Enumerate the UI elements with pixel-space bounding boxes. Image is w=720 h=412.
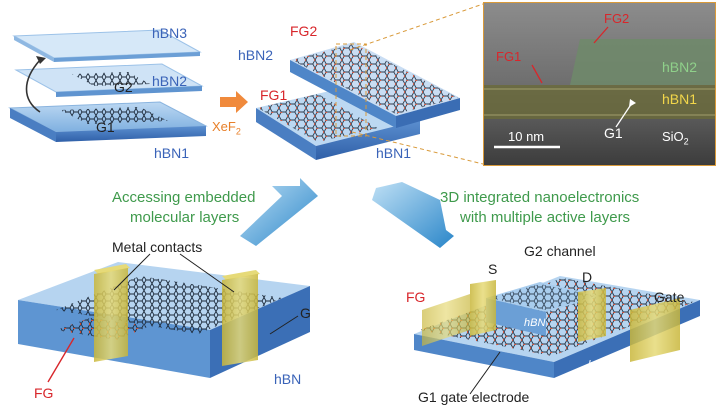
fg1-tem-pointer [531, 64, 543, 84]
label-fg2-cross: FG2 [290, 23, 318, 39]
hbn2-bar-front [290, 60, 396, 128]
reaction-arrow [220, 91, 248, 113]
caption-left-line1: Accessing embedded [112, 189, 256, 206]
integrated-device [414, 276, 700, 395]
contact-1-front [94, 268, 128, 362]
label-hbn1-cross: hBN1 [376, 145, 412, 161]
g1-gate-pointer [469, 351, 501, 395]
caption-right-line1: 3D integrated nanoelectronics [440, 189, 640, 206]
g2-channel-graphene [490, 284, 596, 310]
tem-inset [483, 2, 716, 166]
metal-contacts-pointer-1 [113, 253, 151, 291]
caption-right-line2: with multiple active layers [460, 209, 631, 226]
fg2-tem-pointer [593, 26, 609, 44]
metal-contacts-pointer-2 [179, 253, 235, 293]
fg2-layer [292, 44, 458, 114]
g-pointer [269, 315, 299, 335]
label-g1-tem: G1 [604, 125, 623, 141]
inset-region-box [335, 43, 367, 137]
label-sio2: SiO2 [662, 129, 689, 147]
label-hbn-right: hBN [652, 383, 674, 395]
g2-graphene [72, 72, 150, 86]
crossed-structure [256, 3, 484, 165]
fg-pointer [47, 337, 75, 383]
contacts-device [18, 253, 310, 383]
arrow-to-right-panel [372, 182, 454, 248]
stacking-arrow [25, 59, 41, 113]
label-source: S [488, 261, 498, 277]
arrow-to-left-panel [240, 178, 318, 246]
layer-stack-diagram [8, 29, 208, 142]
label-hbn1-stack: hBN1 [154, 145, 190, 161]
label-fg-device: FG [406, 289, 426, 305]
label-hbn-mid: hBN [588, 359, 610, 371]
label-scale: 10 nm [508, 129, 545, 144]
contact-1-top [94, 264, 130, 274]
device-substrate-front [414, 334, 554, 378]
g1-tem-pointer [615, 102, 633, 128]
inset-guide-top [349, 3, 484, 51]
label-hbn1-tem: hBN1 [662, 91, 698, 107]
g1-graphene [60, 107, 168, 124]
label-hbn2-tem: hBN2 [662, 59, 698, 75]
tem-hbn1-band [484, 85, 715, 119]
fg-left-contact [422, 294, 470, 346]
label-g2-channel: G2 channel [524, 243, 596, 259]
label-metal-contacts: Metal contacts [112, 239, 203, 255]
label-fg2-tem: FG2 [604, 11, 630, 26]
hbn2-bar-side [396, 98, 460, 128]
label-g1-gate-electrode: G1 gate electrode [418, 389, 530, 405]
source-contact [470, 280, 496, 336]
label-g-contacts: G [300, 305, 311, 321]
hbn2-front-edge [56, 86, 202, 97]
label-drain: D [582, 269, 593, 285]
label-hbn-channel: hBN [524, 317, 546, 329]
label-fg1-cross: FG1 [260, 87, 288, 103]
contact-2-top [222, 270, 260, 280]
stacking-arrow-head [36, 56, 46, 64]
label-reagent: XeF2 [212, 119, 241, 137]
label-hbn-contacts: hBN [274, 371, 302, 387]
label-g1-stack: G1 [96, 119, 115, 135]
hbn1-base-side [256, 108, 316, 160]
label-hbn3: hBN3 [152, 25, 188, 41]
contact-2-front [222, 274, 258, 366]
label-hbn2-cross: hBN2 [238, 47, 274, 63]
tem-hbn2-band [570, 39, 715, 85]
inset-guide-bottom [351, 131, 484, 165]
tem-image [484, 3, 715, 165]
hbn1-side-edge [10, 108, 56, 142]
label-g2-stack: G2 [114, 79, 133, 95]
hbn3-front-edge [54, 52, 200, 62]
fg1-layer [258, 94, 378, 142]
g1-layer [420, 278, 694, 356]
channel-front [486, 298, 546, 336]
label-fg1-tem: FG1 [496, 49, 522, 64]
caption-left-line2: molecular layers [130, 209, 240, 226]
gate-contact [630, 298, 680, 362]
label-gate: Gate [654, 289, 685, 305]
label-fg-contacts: FG [34, 385, 54, 401]
hbn1-front-edge [56, 126, 206, 142]
hbn3-edge [14, 36, 54, 62]
label-hbn2-stack: hBN2 [152, 73, 188, 89]
drain-contact [578, 288, 606, 342]
hbn1-base-front [316, 120, 420, 160]
